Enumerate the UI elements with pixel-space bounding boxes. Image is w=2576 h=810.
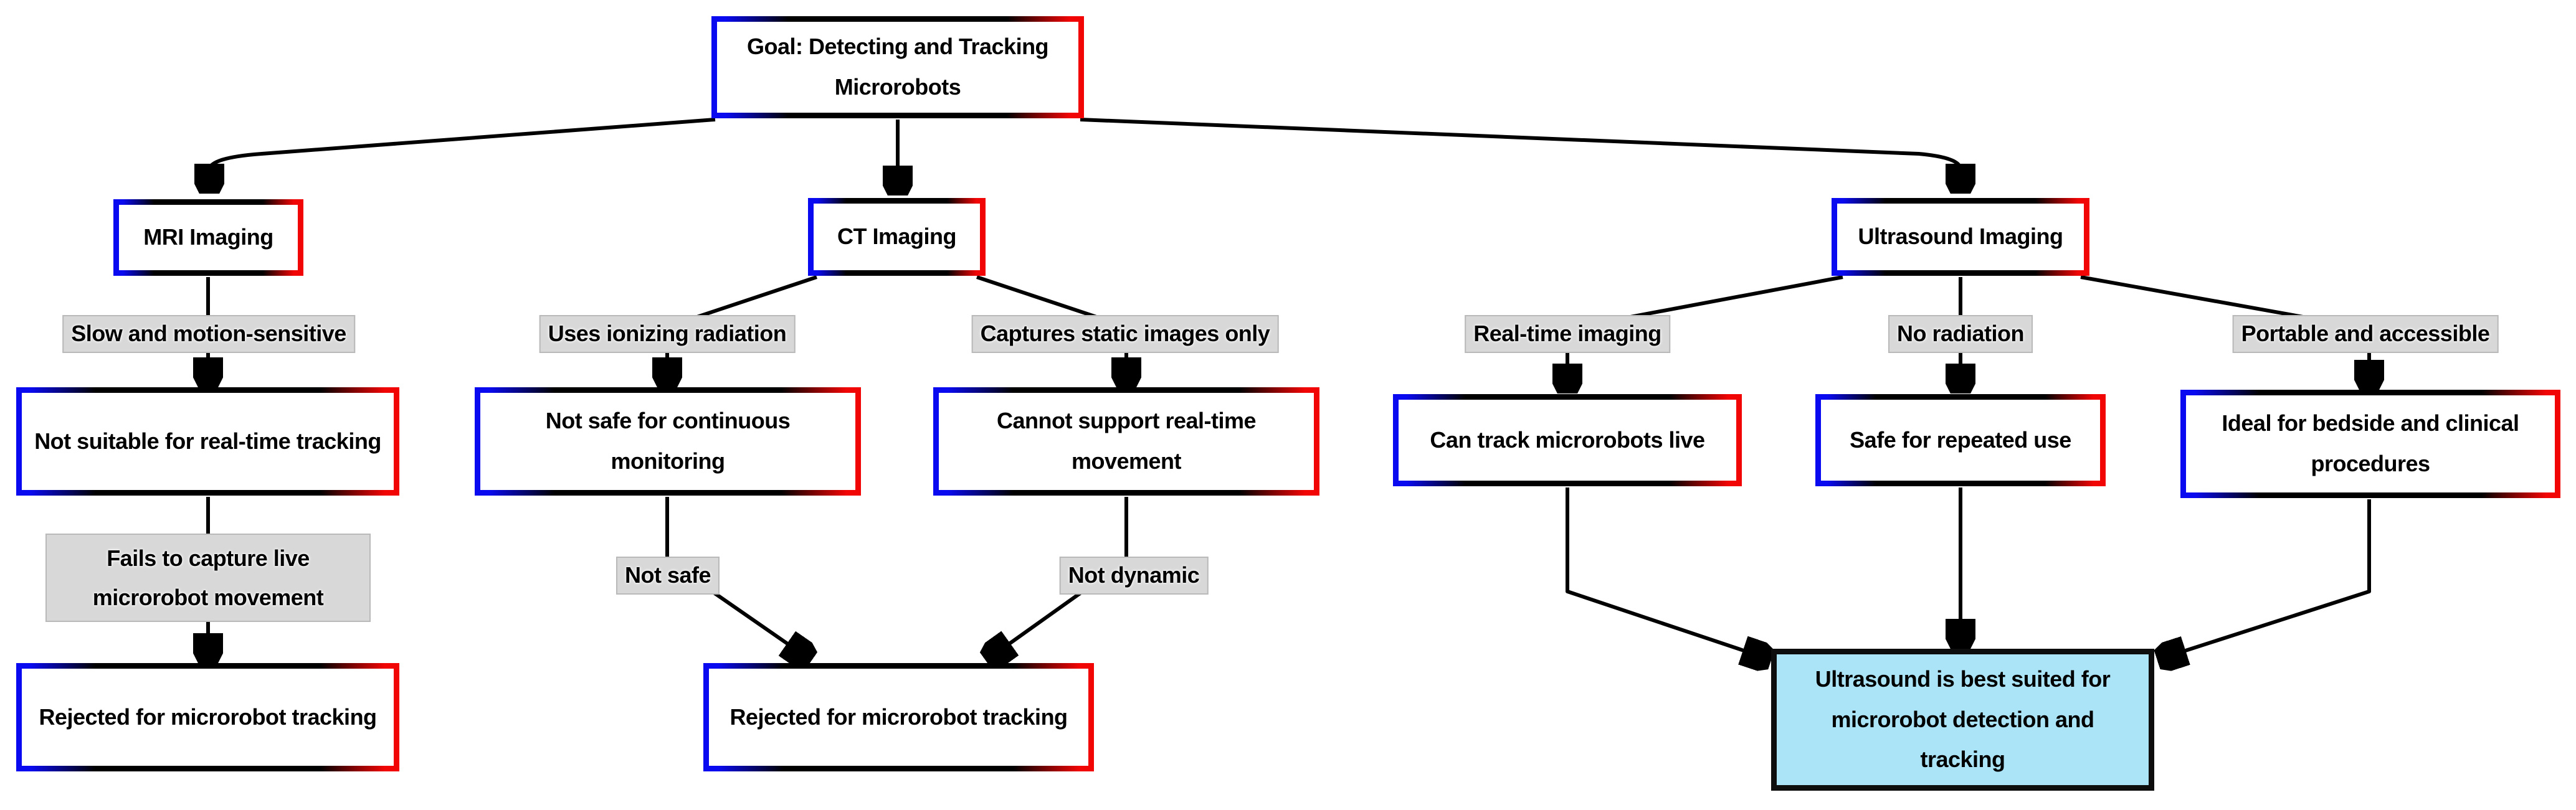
edge-label-uses-ionizing-radiation: Uses ionizing radiation	[539, 315, 796, 353]
node-ideal-bedside: Ideal for bedside and clinical procedure…	[2180, 390, 2560, 498]
edge-portable-to-best	[2164, 499, 2371, 657]
node-ct-imaging: CT Imaging	[808, 198, 986, 276]
edge-label-real-time-imaging: Real-time imaging	[1465, 315, 1670, 353]
node-not-suitable-realtime: Not suitable for real-time tracking	[16, 387, 399, 496]
node-ultrasound-best: Ultrasound is best suited for microrobot…	[1771, 649, 2154, 791]
edge-goal-to-ultrasound	[1080, 118, 1961, 186]
node-safe-repeated-use: Safe for repeated use	[1815, 394, 2106, 486]
node-cannot-support-realtime: Cannot support real-time movement	[933, 387, 1319, 496]
edge-label-captures-static-images: Captures static images only	[971, 315, 1279, 353]
node-mri-imaging: MRI Imaging	[113, 199, 303, 276]
edge-live-to-best	[1566, 487, 1764, 657]
edge-label-not-safe: Not safe	[615, 557, 720, 595]
node-goal: Goal: Detecting and Tracking Microrobots	[711, 16, 1084, 118]
edge-label-portable-accessible: Portable and accessible	[2232, 315, 2499, 353]
node-can-track-live: Can track microrobots live	[1393, 394, 1742, 486]
node-rejected-mri: Rejected for microrobot tracking	[16, 663, 399, 771]
edge-goal-to-mri	[209, 118, 716, 186]
edge-label-fails-capture-live: Fails to capture live microrobot movemen…	[45, 534, 371, 622]
edge-label-slow-motion-sensitive: Slow and motion-sensitive	[62, 315, 355, 353]
edge-label-not-dynamic: Not dynamic	[1059, 557, 1209, 595]
node-ultrasound-imaging: Ultrasound Imaging	[1832, 198, 2089, 276]
edge-label-no-radiation: No radiation	[1888, 315, 2033, 353]
node-not-safe-continuous: Not safe for continuous monitoring	[475, 387, 861, 496]
node-rejected-ct: Rejected for microrobot tracking	[703, 663, 1094, 771]
